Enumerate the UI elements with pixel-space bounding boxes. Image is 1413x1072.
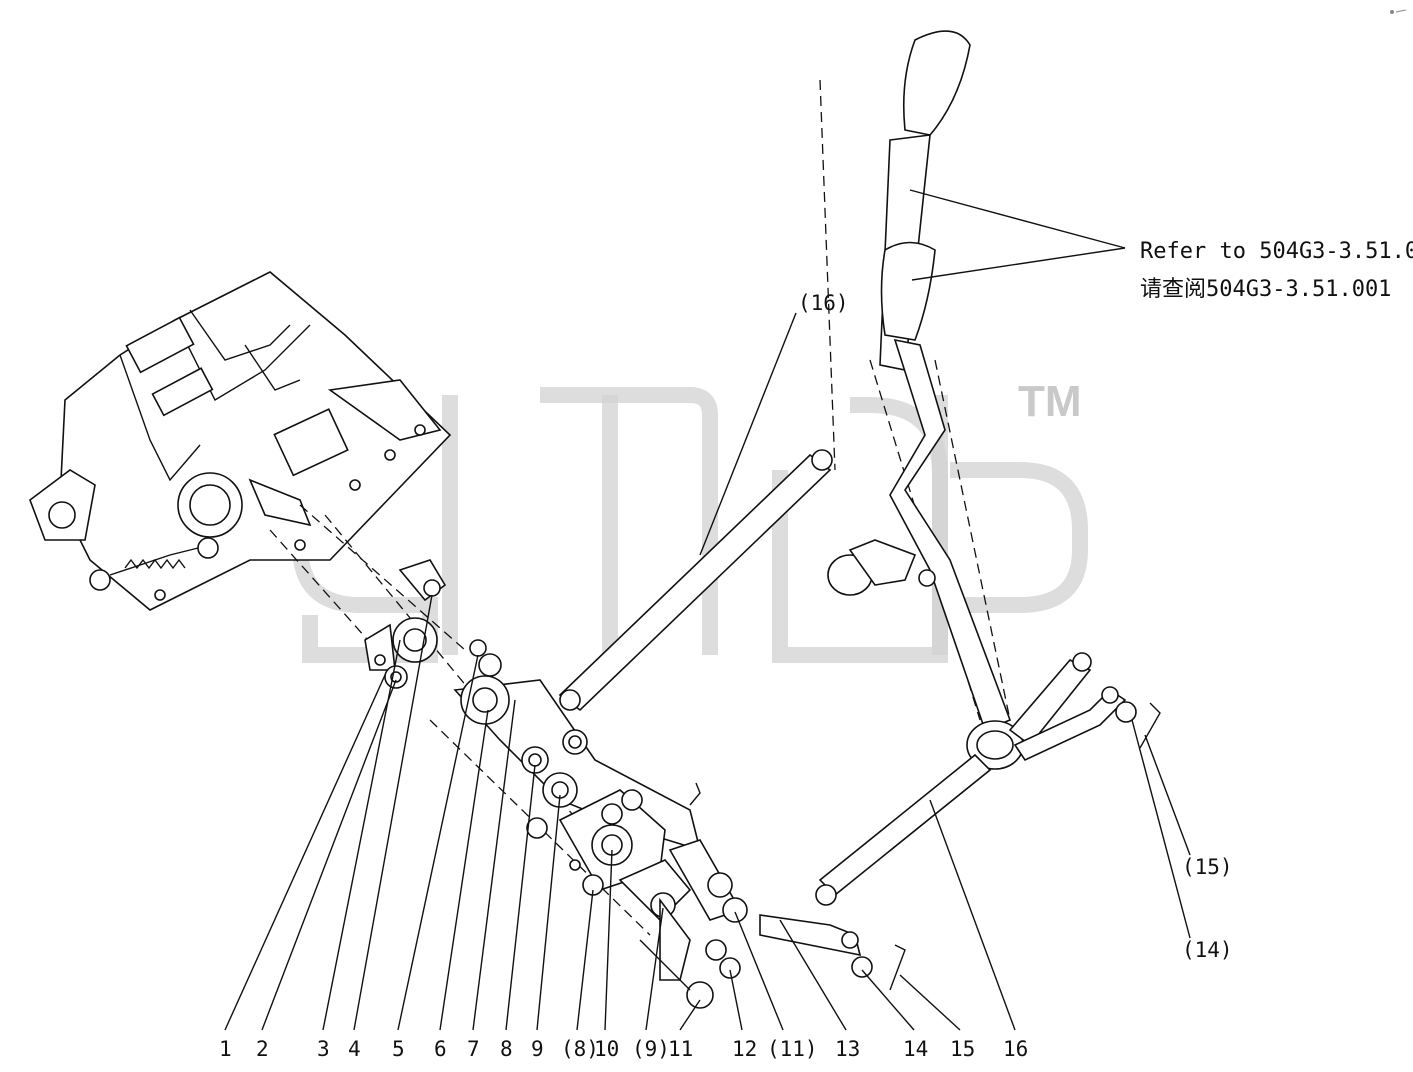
hardware-stack	[364, 559, 748, 1009]
label-side-15: (15)	[1182, 855, 1233, 879]
label-5: 5	[392, 1037, 405, 1061]
label-10: 10	[594, 1037, 619, 1061]
label-7: 7	[467, 1037, 480, 1061]
label-4: 4	[348, 1037, 361, 1061]
watermark-tm: TM	[1018, 377, 1082, 426]
reference-note-cn: 请查阅504G3-3.51.001	[1140, 277, 1391, 302]
label-6: 6	[434, 1037, 447, 1061]
label-9: 9	[531, 1037, 544, 1061]
label-11: 11	[668, 1037, 693, 1061]
label-2: 2	[256, 1037, 269, 1061]
corner-mark	[1390, 9, 1407, 14]
shift-lever	[827, 30, 1012, 732]
label-12: 12	[732, 1037, 757, 1061]
bottom-labels: 1 2 3 4 5 6 7 8 9 (8) 10 (9) 11 12 (11) …	[219, 1037, 1028, 1061]
gearbox-housing	[29, 271, 452, 611]
label-13: 13	[835, 1037, 860, 1061]
rod-upper	[558, 449, 833, 712]
label-9-paren: (9)	[632, 1037, 670, 1061]
label-14: 14	[903, 1037, 928, 1061]
label-16: 16	[1003, 1037, 1028, 1061]
leader-lines	[224, 189, 1191, 1031]
label-11-paren: (11)	[767, 1037, 818, 1061]
label-8-paren: (8)	[561, 1037, 599, 1061]
label-1: 1	[219, 1037, 232, 1061]
label-8: 8	[500, 1037, 513, 1061]
label-side-16: (16)	[798, 291, 849, 315]
rod-lower	[759, 652, 1161, 991]
label-15: 15	[950, 1037, 975, 1061]
label-side-14: (14)	[1182, 938, 1233, 962]
label-3: 3	[317, 1037, 330, 1061]
reference-note-en: Refer to 504G3-3.51.001	[1140, 239, 1413, 264]
